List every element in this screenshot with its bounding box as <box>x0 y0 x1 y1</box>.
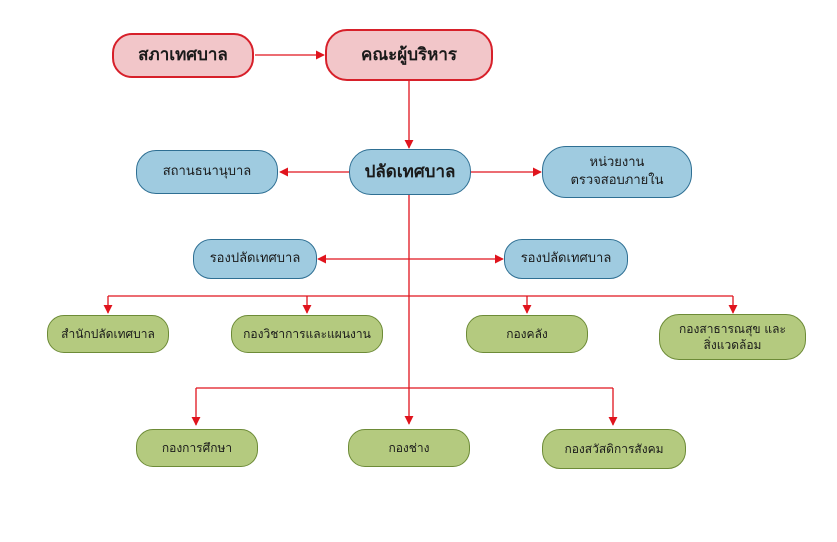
audit-label: หน่วยงาน ตรวจสอบภายใน <box>570 155 664 188</box>
planning-node: กองวิชาการและแผนงาน <box>231 315 383 353</box>
engineering-node: กองช่าง <box>348 429 470 467</box>
clerk-node: ปลัดเทศบาล <box>349 149 471 195</box>
nursery-node: สถานธนานุบาล <box>136 150 278 194</box>
deputy-left-node: รองปลัดเทศบาล <box>193 239 317 279</box>
education-node: กองการศึกษา <box>136 429 258 467</box>
welfare-node: กองสวัสดิการสังคม <box>542 429 686 469</box>
executive-node: คณะผู้บริหาร <box>325 29 493 81</box>
deputy-right-label: รองปลัดเทศบาล <box>520 251 612 267</box>
office-node: สำนักปลัดเทศบาล <box>47 315 169 353</box>
deputy-right-node: รองปลัดเทศบาล <box>504 239 628 279</box>
council-label: สภาเทศบาล <box>138 45 228 66</box>
nursery-label: สถานธนานุบาล <box>162 164 252 180</box>
deputy-left-label: รองปลัดเทศบาล <box>209 251 301 267</box>
engineering-label: กองช่าง <box>388 440 430 455</box>
council-node: สภาเทศบาล <box>112 33 254 78</box>
office-label: สำนักปลัดเทศบาล <box>61 326 155 341</box>
welfare-label: กองสวัสดิการสังคม <box>564 441 664 456</box>
health-label: กองสาธารณสุข และ สิ่งแวดล้อม <box>679 321 786 352</box>
treasury-label: กองคลัง <box>506 326 548 341</box>
audit-node: หน่วยงาน ตรวจสอบภายใน <box>542 146 692 198</box>
education-label: กองการศึกษา <box>161 440 233 455</box>
executive-label: คณะผู้บริหาร <box>360 44 458 65</box>
planning-label: กองวิชาการและแผนงาน <box>243 326 371 341</box>
health-node: กองสาธารณสุข และ สิ่งแวดล้อม <box>659 314 806 360</box>
treasury-node: กองคลัง <box>466 315 588 353</box>
clerk-label: ปลัดเทศบาล <box>364 161 456 182</box>
